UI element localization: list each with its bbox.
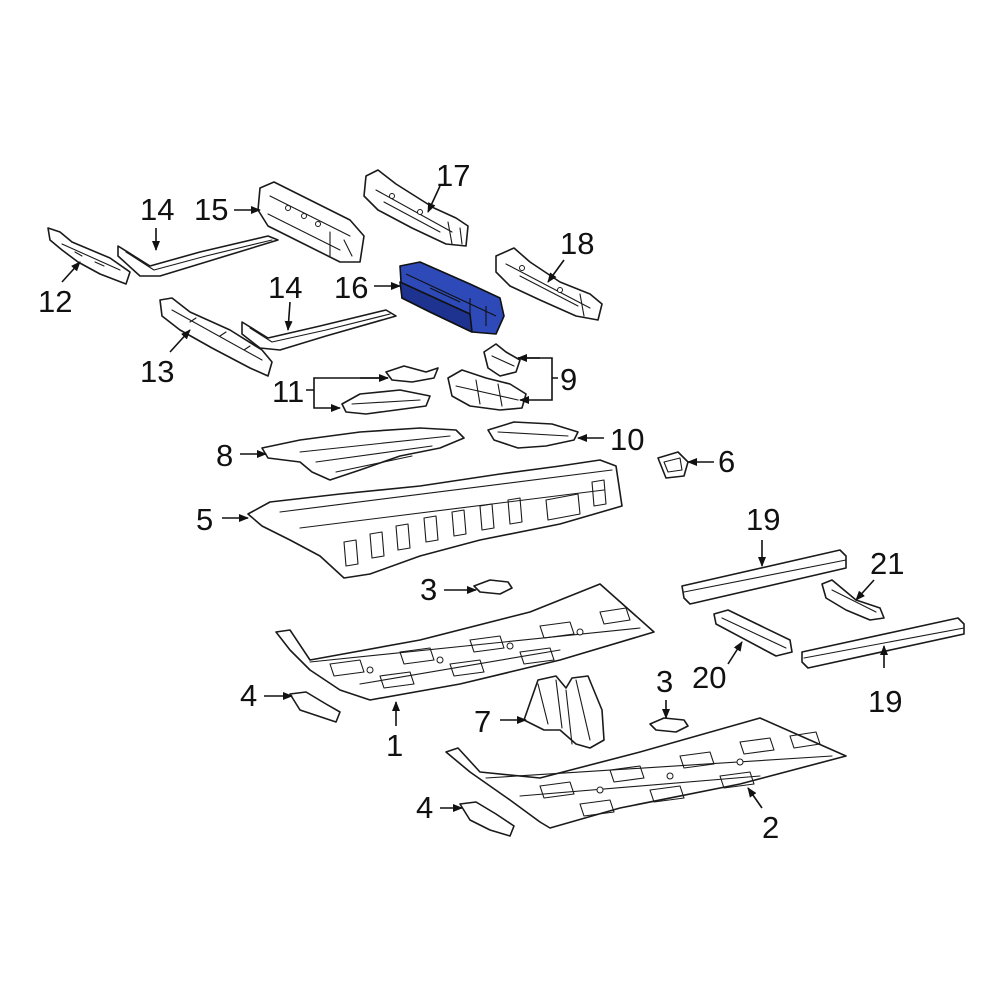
callout-11: 11 bbox=[272, 374, 304, 409]
part-16-side-face bbox=[399, 281, 473, 333]
callout-14-upper: 14 bbox=[140, 192, 174, 227]
callout-1: 1 bbox=[386, 728, 403, 763]
leader-12 bbox=[61, 261, 81, 283]
leader-2 bbox=[747, 787, 763, 809]
part-1-front-floor-pan[interactable] bbox=[275, 583, 655, 701]
callout-9: 9 bbox=[560, 362, 577, 397]
part-2-floor-pan[interactable] bbox=[445, 717, 847, 829]
leader-18 bbox=[547, 259, 565, 283]
part-14-upper-rail[interactable] bbox=[117, 235, 279, 277]
callout-14-lower: 14 bbox=[268, 270, 302, 305]
callout-3-lower: 3 bbox=[656, 664, 673, 699]
callout-2: 2 bbox=[762, 810, 779, 845]
callout-12: 12 bbox=[38, 284, 72, 319]
part-9-lower-bracket[interactable] bbox=[447, 369, 527, 411]
callout-7: 7 bbox=[474, 704, 491, 739]
callout-3-upper: 3 bbox=[420, 572, 437, 607]
part-4-upper-bracket[interactable] bbox=[289, 691, 341, 723]
part-11-upper-brace[interactable] bbox=[385, 365, 439, 383]
part-9-upper-bracket[interactable] bbox=[483, 343, 521, 377]
callout-19-upper: 19 bbox=[746, 502, 780, 537]
leader-17 bbox=[427, 185, 441, 213]
part-12-bracket[interactable] bbox=[47, 227, 131, 285]
part-13-side-member[interactable] bbox=[159, 297, 273, 377]
callout-5: 5 bbox=[196, 502, 213, 537]
part-8-cross-panel[interactable] bbox=[261, 427, 465, 481]
part-21-bracket[interactable] bbox=[821, 579, 885, 621]
part-10-bracket[interactable] bbox=[487, 421, 579, 449]
part-4-lower-bracket[interactable] bbox=[459, 801, 515, 837]
callout-8: 8 bbox=[216, 438, 233, 473]
part-7-tunnel-reinforcement[interactable] bbox=[523, 675, 605, 749]
callout-4-upper: 4 bbox=[240, 678, 257, 713]
leader-14-lower bbox=[284, 301, 293, 331]
part-19-upper-rail[interactable] bbox=[681, 549, 847, 605]
callout-13: 13 bbox=[140, 354, 174, 389]
part-6-small-bracket[interactable] bbox=[657, 451, 689, 479]
part-17-reinforcement[interactable] bbox=[363, 169, 469, 247]
part-18-reinforcement[interactable] bbox=[495, 247, 603, 321]
part-19-lower-rail[interactable] bbox=[801, 617, 965, 669]
part-20-bracket[interactable] bbox=[713, 609, 793, 657]
callout-19-lower: 19 bbox=[868, 684, 902, 719]
callout-4-lower: 4 bbox=[416, 790, 433, 825]
callout-20: 20 bbox=[692, 660, 726, 695]
callout-16: 16 bbox=[334, 270, 368, 305]
part-5-rear-floor-pan[interactable] bbox=[247, 459, 623, 579]
callout-17: 17 bbox=[436, 158, 470, 193]
leader-13 bbox=[169, 329, 191, 353]
callout-15: 15 bbox=[194, 192, 228, 227]
callout-21: 21 bbox=[870, 546, 904, 581]
part-14-lower-rail[interactable] bbox=[241, 309, 397, 351]
callout-10: 10 bbox=[610, 422, 644, 457]
callout-6: 6 bbox=[718, 444, 735, 479]
part-3-lower-bracket[interactable] bbox=[649, 717, 689, 733]
leader-21 bbox=[855, 579, 875, 601]
part-3-upper-bracket[interactable] bbox=[473, 579, 513, 595]
part-16-highlighted-crossmember[interactable] bbox=[399, 261, 505, 335]
part-11-lower-brace[interactable] bbox=[341, 389, 431, 415]
leader-11 bbox=[306, 377, 388, 408]
callout-18: 18 bbox=[560, 226, 594, 261]
leader-20 bbox=[727, 641, 743, 665]
part-15-crossmember[interactable] bbox=[257, 181, 365, 263]
